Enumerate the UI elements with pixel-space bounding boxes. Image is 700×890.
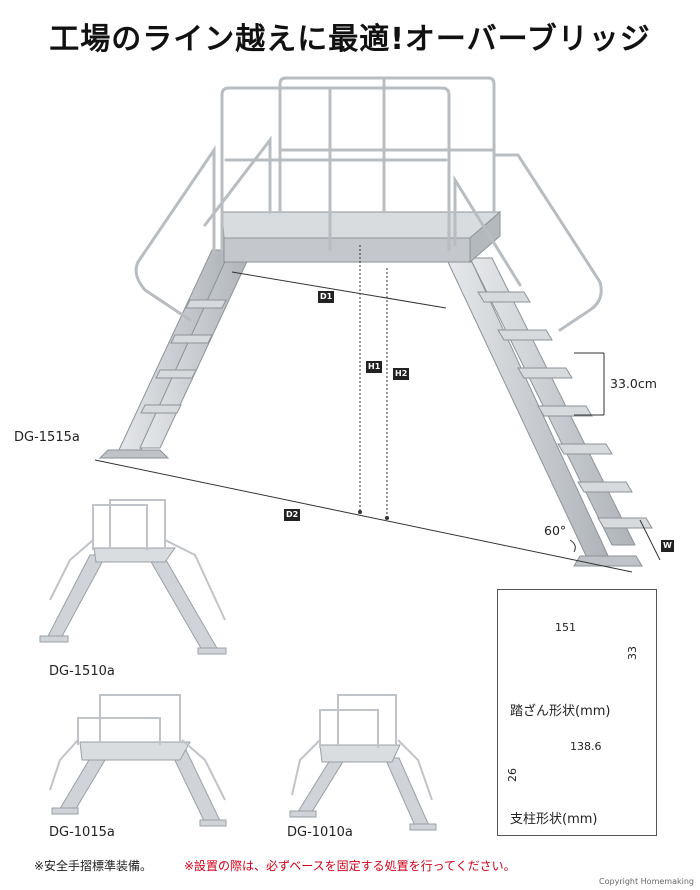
variant-dg1010a-figure bbox=[289, 744, 437, 831]
d1-tag: D1 bbox=[318, 291, 335, 303]
post-width: 138.6 bbox=[570, 740, 602, 753]
variant-dg1510a-figure bbox=[39, 547, 227, 655]
main-bridge bbox=[98, 210, 653, 567]
step-height-label: 33.0cm bbox=[610, 376, 657, 391]
page-title: 工場のライン越えに最適!オーバーブリッジ bbox=[49, 22, 651, 57]
main-model-label: DG-1515a bbox=[14, 430, 80, 445]
variant-label-dg1510a: DG-1510a bbox=[49, 664, 115, 679]
copyright: Copyright Homemaking bbox=[599, 877, 694, 886]
tread-height: 33 bbox=[626, 646, 639, 660]
post-caption: 支柱形状(mm) bbox=[510, 812, 598, 827]
tread-width: 151 bbox=[555, 621, 576, 634]
h2-tag: H2 bbox=[393, 368, 410, 380]
variant-label-dg1015a: DG-1015a bbox=[49, 825, 115, 840]
variant-label-dg1010a: DG-1010a bbox=[287, 825, 353, 840]
h1-tag: H1 bbox=[366, 361, 383, 373]
angle-label: 60° bbox=[544, 523, 567, 538]
standard-note: ※安全手摺標準装備。 bbox=[34, 859, 153, 873]
w-tag: W bbox=[661, 540, 674, 552]
spec-box bbox=[497, 589, 657, 836]
variant-dg1015a-figure bbox=[51, 741, 227, 827]
warning-note: ※設置の際は、必ずベースを固定する処置を行ってください。 bbox=[184, 859, 516, 873]
tread-caption: 踏ざん形状(mm) bbox=[510, 704, 611, 719]
d2-tag: D2 bbox=[284, 509, 301, 521]
dimension-lines bbox=[94, 245, 661, 573]
post-height: 26 bbox=[506, 768, 519, 782]
main-handrails bbox=[134, 76, 603, 332]
